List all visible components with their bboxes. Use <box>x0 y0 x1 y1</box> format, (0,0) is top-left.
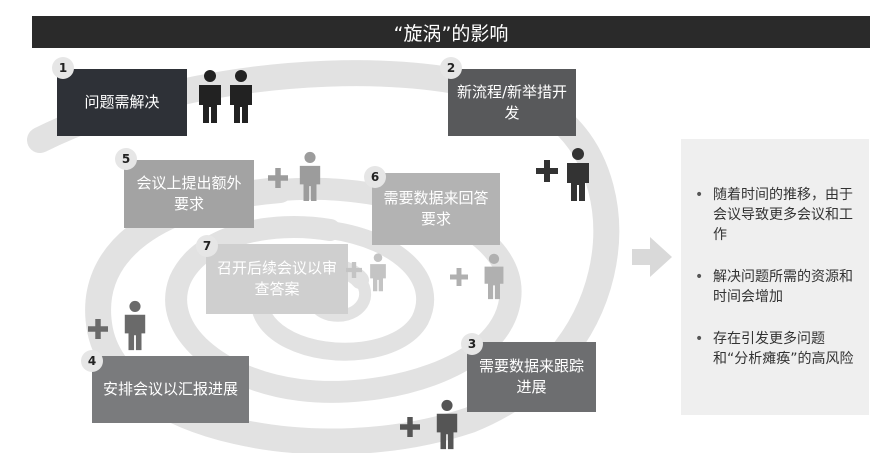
step-number-badge: 1 <box>52 57 74 79</box>
plus-icon <box>346 262 362 278</box>
step-label: 会议上提出额外要求 <box>136 174 242 213</box>
step-box-2: 新流程/新举措开发 <box>448 69 576 136</box>
person-icon <box>199 70 221 123</box>
plus-icon <box>88 319 108 339</box>
plus-icon <box>536 160 558 182</box>
step-number-badge: 3 <box>461 333 483 355</box>
person-icon <box>124 300 146 351</box>
step-number-badge: 6 <box>364 166 386 188</box>
summary-bullet: 随着时间的推移，由于会议导致更多会议和工作 <box>689 185 859 245</box>
person-icon <box>484 253 504 300</box>
step-box-7: 召开后续会议以审查答案 <box>206 244 348 314</box>
summary-bullet: 解决问题所需的资源和时间会增加 <box>689 267 859 307</box>
person-icon <box>299 151 321 201</box>
person-icon <box>567 148 589 201</box>
diagram-title: “旋涡”的影响 <box>32 16 870 48</box>
step-box-5: 会议上提出额外要求 <box>124 160 254 228</box>
plus-icon <box>268 168 288 188</box>
step-number-badge: 5 <box>115 148 137 170</box>
arrow-right-icon <box>632 237 672 277</box>
summary-list: 随着时间的推移，由于会议导致更多会议和工作 解决问题所需的资源和时间会增加 存在… <box>689 185 859 369</box>
plus-icon <box>450 268 468 286</box>
step-number-badge: 2 <box>440 57 462 79</box>
step-label: 问题需解决 <box>84 93 160 111</box>
step-label: 安排会议以汇报进展 <box>102 380 238 398</box>
person-icon <box>436 399 458 450</box>
step-label: 需要数据来跟踪进展 <box>478 357 584 396</box>
step-box-4: 安排会议以汇报进展 <box>92 356 249 423</box>
person-icon <box>230 70 252 123</box>
person-icon <box>370 253 386 292</box>
step-box-1: 问题需解决 <box>57 69 187 136</box>
step-label: 需要数据来回答要求 <box>383 189 489 228</box>
step-box-3: 需要数据来跟踪进展 <box>467 342 596 412</box>
step-number-badge: 4 <box>81 350 103 372</box>
step-label: 新流程/新举措开发 <box>456 82 568 122</box>
step-box-6: 需要数据来回答要求 <box>372 173 500 245</box>
step-label: 召开后续会议以审查答案 <box>216 259 337 298</box>
step-number-badge: 7 <box>196 235 218 257</box>
summary-bullet: 存在引发更多问题和“分析瘫痪”的高风险 <box>689 329 859 369</box>
plus-icon <box>400 417 420 437</box>
summary-panel: 随着时间的推移，由于会议导致更多会议和工作 解决问题所需的资源和时间会增加 存在… <box>681 139 869 415</box>
